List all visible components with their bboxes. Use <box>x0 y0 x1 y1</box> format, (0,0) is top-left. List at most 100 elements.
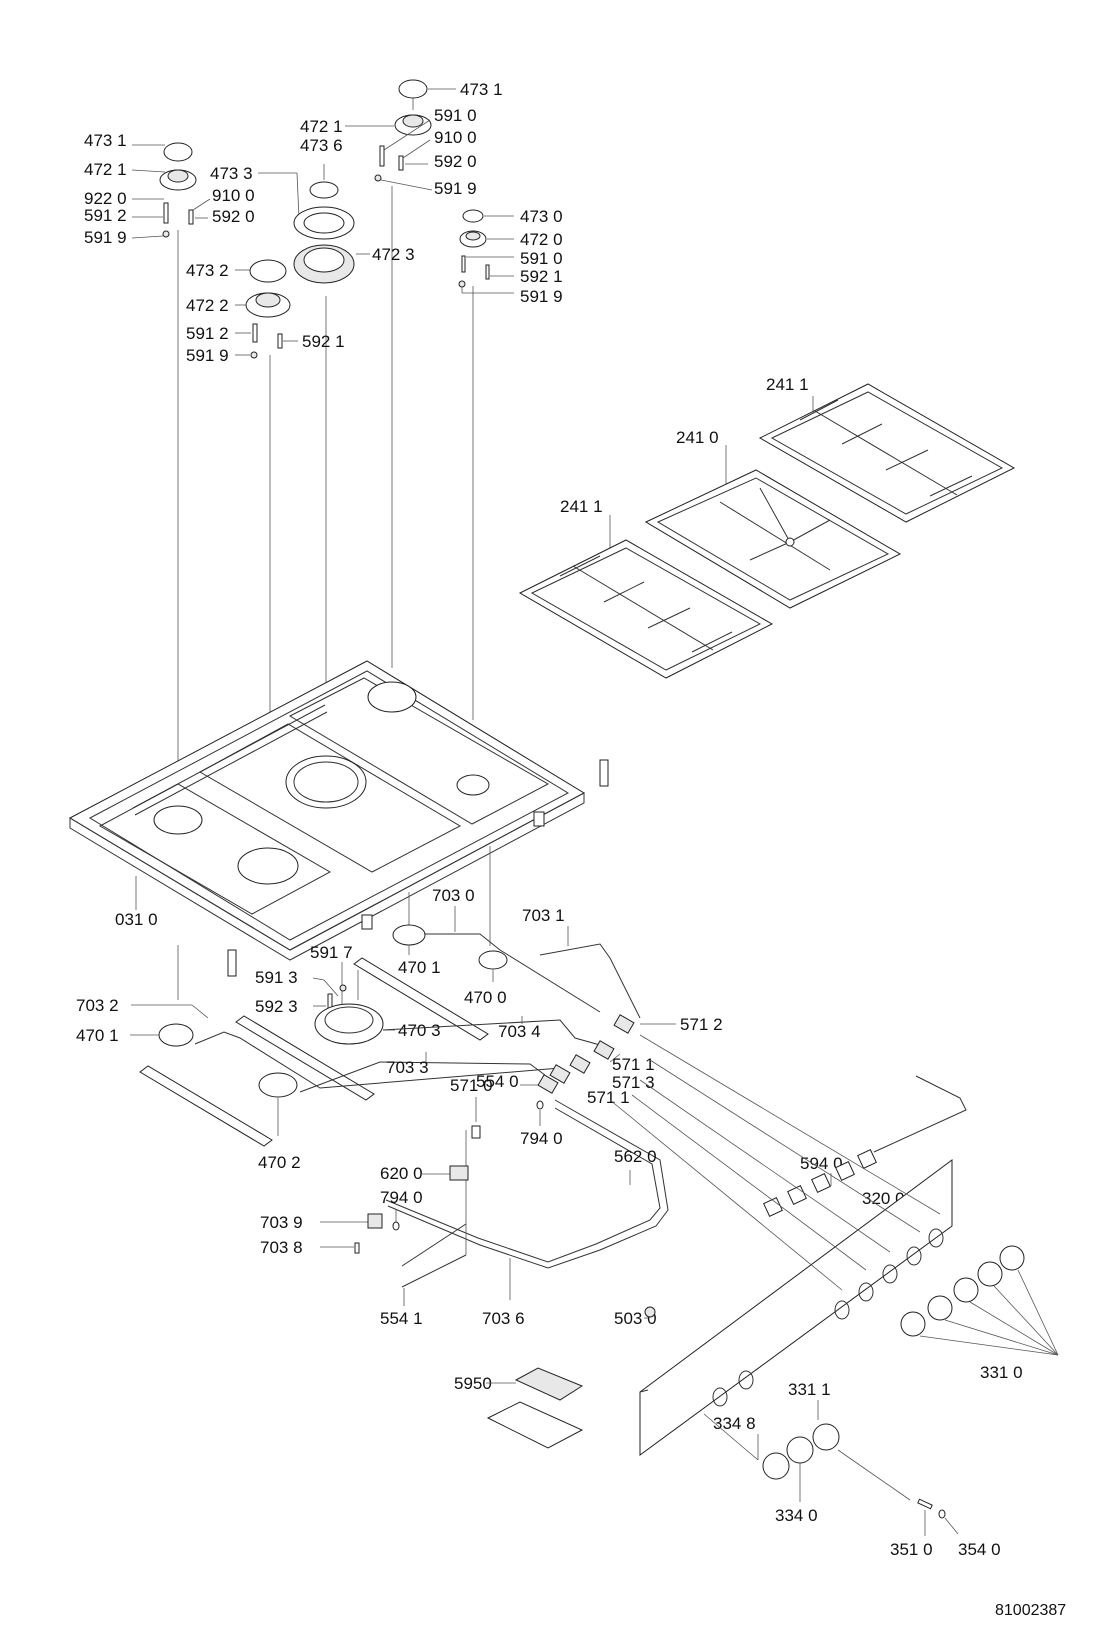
burner-cap-part <box>398 79 428 99</box>
part-label: 571 1 <box>612 1055 655 1074</box>
part-label: 591 0 <box>520 249 563 268</box>
part-label: 473 1 <box>460 80 503 99</box>
part-label: 241 1 <box>560 497 603 516</box>
gas-circuit: 470 1 703 0 470 0 703 1 591 7 591 3 592 … <box>76 886 723 1328</box>
gas-pipe <box>539 943 641 1019</box>
control-knob <box>812 1423 840 1451</box>
bracket-part <box>533 811 545 827</box>
part-label: 703 8 <box>260 1238 303 1257</box>
part-label: 354 0 <box>958 1540 1001 1559</box>
support-bar <box>235 1015 375 1101</box>
control-knob <box>953 1277 979 1303</box>
gas-valve-part <box>537 1074 559 1094</box>
part-label: 703 4 <box>498 1022 541 1041</box>
part-label: 571 1 <box>587 1088 630 1107</box>
support-bar <box>353 957 489 1041</box>
part-label: 473 2 <box>186 261 229 280</box>
part-label: 470 2 <box>258 1153 301 1172</box>
gas-pipe <box>194 1031 561 1089</box>
timer-module-part <box>514 1367 584 1401</box>
seal-part <box>392 1221 400 1231</box>
burner-group-top-left: 473 1 472 1 922 0 591 2 591 9 910 0 592 … <box>84 131 255 782</box>
gas-rail <box>387 1099 669 1269</box>
thermocouple-part <box>461 255 466 273</box>
document-number: 81002387 <box>995 1602 1066 1619</box>
part-label: 334 0 <box>775 1506 818 1525</box>
part-label: 591 2 <box>84 206 127 225</box>
part-label: 470 3 <box>398 1021 441 1040</box>
part-label: 571 3 <box>612 1073 655 1092</box>
part-label: 620 0 <box>380 1164 423 1183</box>
part-label: 592 0 <box>434 152 477 171</box>
pan-support-part <box>644 469 902 609</box>
part-label: 562 0 <box>614 1147 657 1166</box>
part-label: 031 0 <box>115 910 158 929</box>
electrode-part <box>485 264 490 280</box>
shaft-part <box>917 1498 933 1510</box>
part-label: 592 1 <box>520 267 563 286</box>
switch-part <box>471 1125 481 1139</box>
timer-mount-plate <box>486 1401 584 1449</box>
burner-group-large-center: 473 6 473 3 472 3 <box>210 136 415 770</box>
part-label: 591 0 <box>434 106 477 125</box>
part-label: 591 9 <box>434 179 477 198</box>
part-label: 554 0 <box>476 1072 519 1091</box>
control-knob <box>762 1452 790 1480</box>
part-label: 591 9 <box>520 287 563 306</box>
seal-part <box>536 1100 544 1110</box>
part-label: 922 0 <box>84 189 127 208</box>
burner-cup-large-part <box>314 1003 384 1045</box>
part-label: 591 7 <box>310 943 353 962</box>
part-label: 473 1 <box>84 131 127 150</box>
control-knobs-right: 331 0 <box>900 1245 1059 1382</box>
burner-seat <box>456 774 490 796</box>
part-label: 554 1 <box>380 1309 423 1328</box>
electrode-part <box>188 209 194 225</box>
part-label: 591 2 <box>186 324 229 343</box>
part-label: 241 1 <box>766 375 809 394</box>
part-label: 703 9 <box>260 1213 303 1232</box>
burner-seat <box>237 847 299 885</box>
part-label: 592 0 <box>212 207 255 226</box>
part-label: 470 1 <box>398 958 441 977</box>
burner-group-top-center: 473 1 472 1 591 0 910 0 592 0 591 9 <box>300 79 503 668</box>
burner-seat <box>367 681 417 713</box>
part-label: 472 3 <box>372 245 415 264</box>
thermocouple-part <box>163 202 169 224</box>
elbow-part <box>367 1213 383 1229</box>
electrode-part <box>277 333 283 349</box>
burner-cap-part <box>249 259 287 283</box>
gas-valve-part <box>613 1014 635 1034</box>
thermocouple-part <box>379 145 385 167</box>
gas-pipe <box>425 933 601 1013</box>
part-label: 703 2 <box>76 996 119 1015</box>
pan-support-grids: 241 1 241 0 241 1 <box>518 375 1016 679</box>
part-label: 910 0 <box>212 186 255 205</box>
gas-valve-part <box>569 1054 591 1074</box>
part-label: 473 3 <box>210 164 253 183</box>
part-label: 592 3 <box>255 997 298 1016</box>
burner-cap-part <box>462 209 484 223</box>
part-label: 910 0 <box>434 128 477 147</box>
part-label: 473 6 <box>300 136 343 155</box>
part-label: 703 0 <box>432 886 475 905</box>
burner-cap-part <box>309 181 339 199</box>
part-label: 331 1 <box>788 1380 831 1399</box>
part-label: 592 1 <box>302 332 345 351</box>
part-label: 571 2 <box>680 1015 723 1034</box>
control-panel-part <box>639 1159 953 1456</box>
part-label: 470 1 <box>76 1026 119 1045</box>
burner-cap-part <box>163 142 193 162</box>
electrode-part <box>398 155 404 171</box>
gas-pipe <box>299 1061 546 1093</box>
control-knob <box>977 1261 1003 1287</box>
burner-cup-part <box>258 1072 298 1098</box>
part-label: 472 1 <box>84 160 127 179</box>
burner-cup-part <box>392 924 426 946</box>
part-label: 594 0 <box>800 1154 843 1173</box>
bracket-part <box>599 759 609 787</box>
part-label: 241 0 <box>676 428 719 447</box>
spring-part <box>938 1509 946 1519</box>
burner-cup-part <box>158 1023 194 1047</box>
